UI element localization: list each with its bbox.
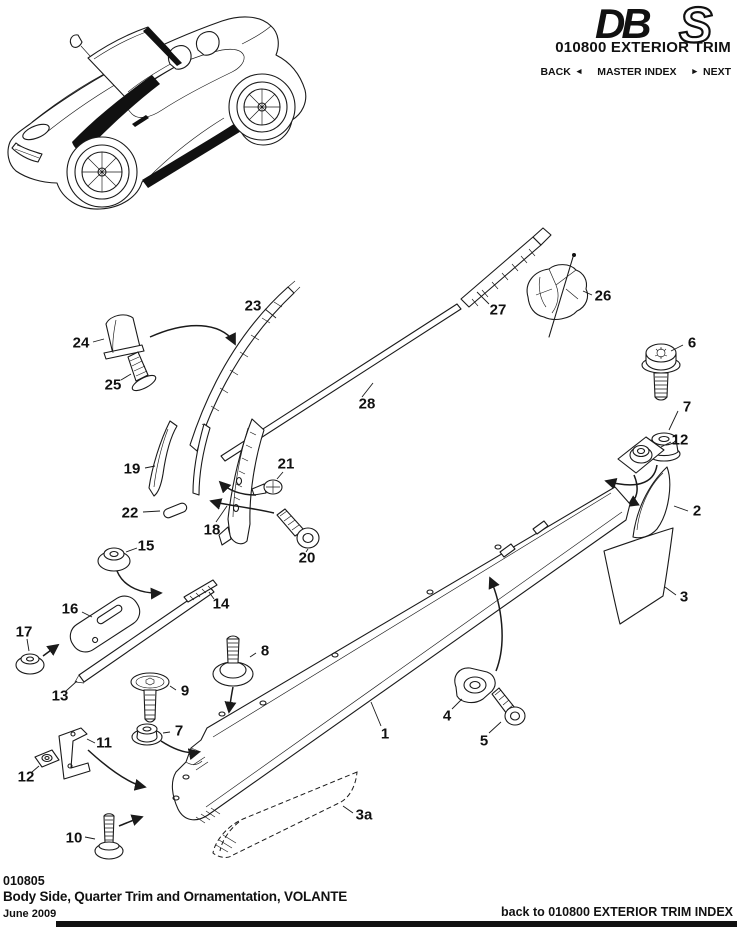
back-to-index-link[interactable]: back to 010800 EXTERIOR TRIM INDEX <box>500 905 733 919</box>
callout-3a: 3a <box>355 806 373 824</box>
car-body <box>7 16 307 210</box>
callout-7: 7 <box>682 398 692 416</box>
part-21-screw <box>251 471 284 496</box>
part-10-bolt <box>84 813 124 860</box>
master-index-link[interactable]: MASTER INDEX <box>597 66 676 78</box>
callout-11: 11 <box>96 734 112 752</box>
callout-12: 12 <box>671 431 689 449</box>
arrow-17-to-bracket <box>42 643 60 657</box>
footer-bar <box>56 921 737 927</box>
callout-1: 1 <box>380 725 390 743</box>
callout-25: 25 <box>104 376 122 394</box>
part-11-bracket <box>58 727 96 780</box>
next-link[interactable]: ►NEXT <box>691 66 731 78</box>
callout-16: 16 <box>61 600 79 618</box>
part-3-quarter-trim-lower <box>603 527 677 625</box>
arrow-8-to-sill <box>224 686 237 714</box>
callout-19: 19 <box>123 460 141 478</box>
part-3a-sill-extension <box>212 771 358 858</box>
callout-4: 4 <box>442 707 452 725</box>
callout-2: 2 <box>692 502 702 520</box>
part-12-clipnut-upper <box>617 436 672 474</box>
car-rear-wheel <box>228 73 296 141</box>
callout-5: 5 <box>479 732 489 750</box>
issue-date: June 2009 <box>3 908 57 920</box>
part-8-stud <box>212 635 257 687</box>
callout-24: 24 <box>72 334 90 352</box>
part-4-spacer <box>451 667 496 710</box>
part-22-pin <box>142 502 188 519</box>
arrow-4-5-to-sill <box>488 576 503 672</box>
parts-diagram <box>15 227 689 860</box>
callout-21: 21 <box>277 455 295 473</box>
callout-22: 22 <box>121 504 139 522</box>
next-label: NEXT <box>702 66 731 78</box>
arrow-6-7-to-sill <box>604 464 658 490</box>
callout-26: 26 <box>594 287 612 305</box>
callout-15: 15 <box>137 537 155 555</box>
part-19-finisher-blade <box>144 420 178 497</box>
callout-18: 18 <box>203 521 221 539</box>
callout-10: 10 <box>65 829 83 847</box>
part-15-grommet <box>97 547 138 572</box>
drawing-number: 010805 <box>3 874 45 888</box>
callout-7: 7 <box>174 722 184 740</box>
callout-6: 6 <box>687 334 697 352</box>
part-20-bolt <box>276 508 320 553</box>
part-2-quarter-trim-upper <box>632 466 689 539</box>
part-18-pillar-finisher <box>192 418 265 546</box>
part-17-grommet <box>15 638 45 675</box>
arrow-15-to-strip <box>116 570 163 600</box>
callout-12: 12 <box>17 768 35 786</box>
part-13-strip <box>65 585 215 692</box>
logo-db-text: DB <box>595 0 650 47</box>
arrow-21-to-pillar <box>218 480 257 496</box>
callout-20: 20 <box>298 549 316 567</box>
arrow-11-to-sill <box>87 749 147 791</box>
drawing-title: Body Side, Quarter Trim and Ornamentatio… <box>3 889 348 904</box>
callout-27: 27 <box>489 301 507 319</box>
part-6-screw <box>641 343 684 401</box>
part-28-strip <box>220 303 462 462</box>
arrow-20-to-pillar <box>209 498 275 514</box>
part-24-cap <box>92 314 145 360</box>
car-illustration <box>7 16 307 210</box>
part-5-bolt <box>488 687 526 734</box>
part-16-bracket-plate <box>69 595 141 653</box>
back-arrow-icon: ◄ <box>574 66 584 76</box>
callout-3: 3 <box>679 588 689 606</box>
part-7-nut-lower <box>131 723 171 746</box>
callout-13: 13 <box>51 687 69 705</box>
callout-14: 14 <box>212 595 230 613</box>
section-title: 010800 EXTERIOR TRIM <box>555 39 731 56</box>
back-label: BACK <box>540 66 571 78</box>
part-27-strip <box>460 227 552 308</box>
arrow-24-25-to-pillar <box>149 324 236 346</box>
dbs-logo: DB S <box>593 0 733 50</box>
next-arrow-icon: ► <box>690 66 699 76</box>
part-9-screw <box>130 672 177 723</box>
part-25-rivet <box>120 351 157 392</box>
callout-23: 23 <box>244 297 262 315</box>
part-26-bracket <box>526 253 593 338</box>
part-12-clipnut-lower <box>31 749 60 773</box>
header-nav: BACK◄ MASTER INDEX ►NEXT <box>540 66 731 78</box>
callout-17: 17 <box>15 623 33 641</box>
part-14-strip-end <box>183 579 218 603</box>
callout-8: 8 <box>260 642 270 660</box>
arrow-7-to-sill <box>160 740 201 761</box>
car-front-wheel <box>66 136 138 208</box>
arrow-10-to-sill <box>118 814 144 827</box>
back-link[interactable]: BACK◄ <box>540 66 583 78</box>
arrow-12-to-sill <box>626 474 640 507</box>
callout-9: 9 <box>180 682 190 700</box>
logo-s-text: S <box>679 0 712 50</box>
part-1-sill-panel <box>171 486 631 824</box>
callout-28: 28 <box>358 395 376 413</box>
master-index-label: MASTER INDEX <box>597 66 677 78</box>
